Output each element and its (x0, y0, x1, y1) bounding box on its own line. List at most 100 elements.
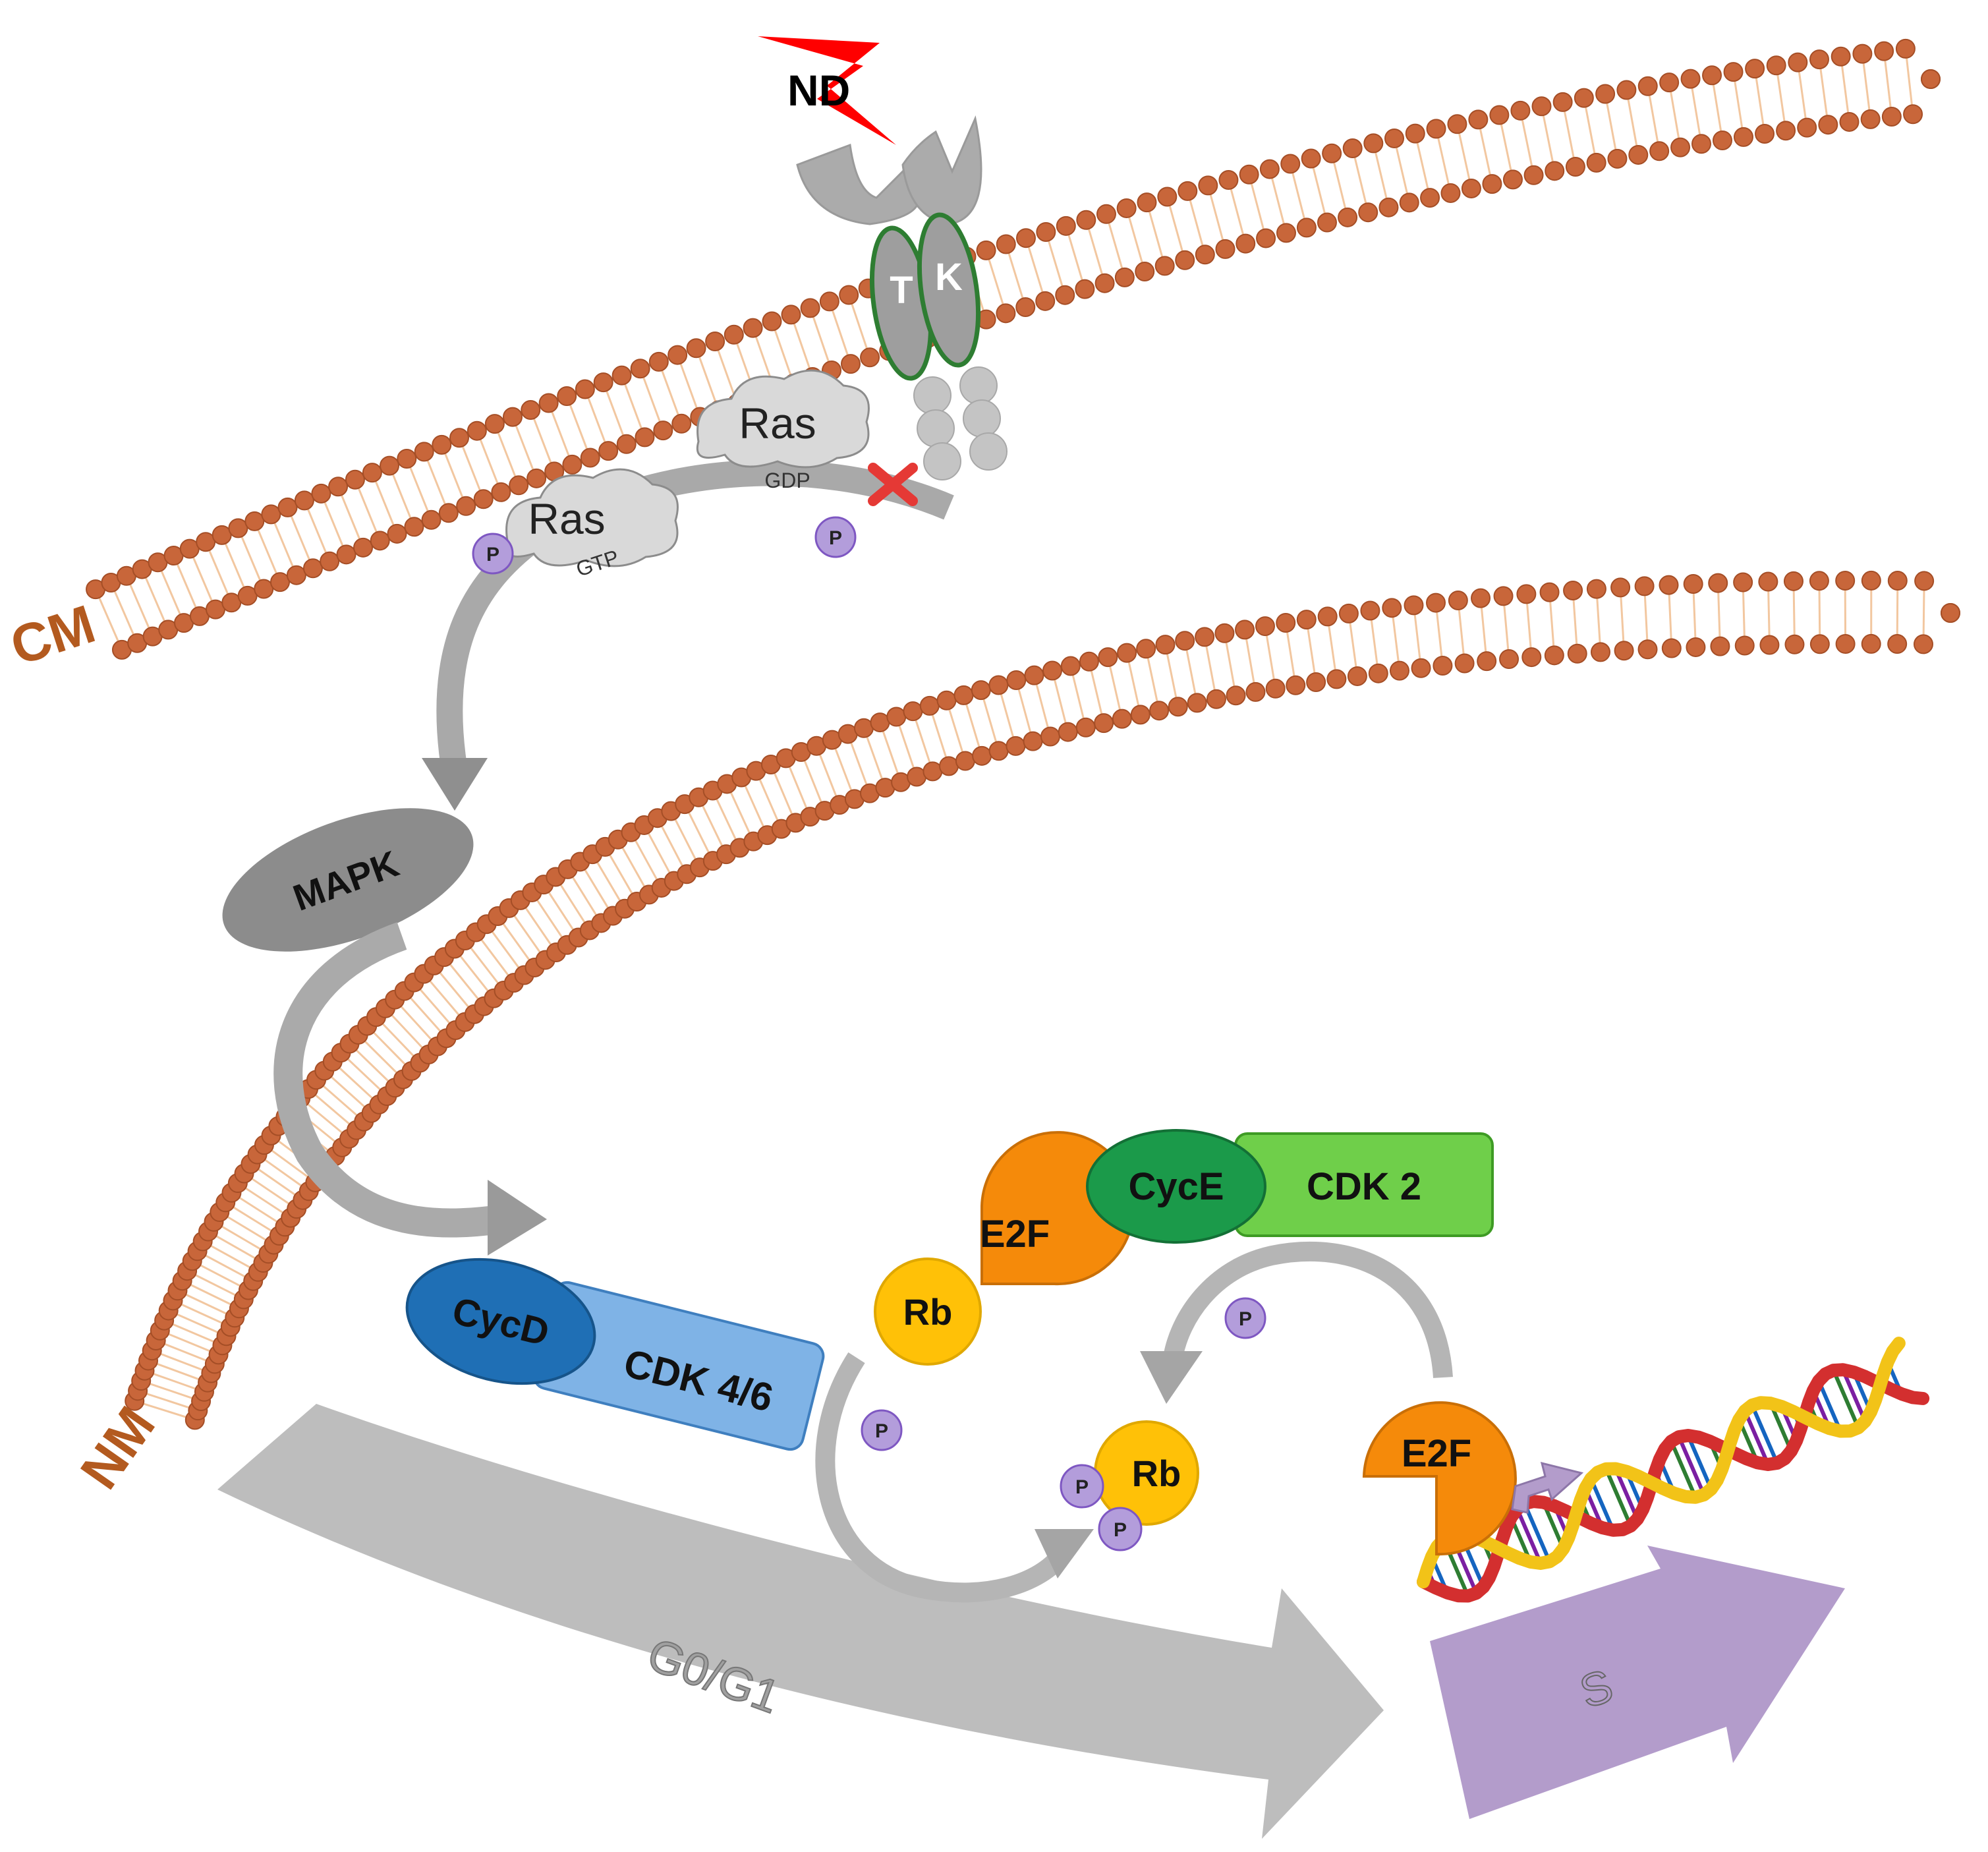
phosphate-rb-1: P (1060, 1464, 1104, 1509)
lipid-head (1941, 603, 1960, 623)
lipid-tail (1840, 65, 1850, 113)
tk-k-label: K (935, 256, 963, 299)
lipid-tail (192, 556, 213, 602)
lipid-head (1404, 595, 1424, 616)
receptor-ligand-binding-left (796, 143, 921, 225)
lipid-head (261, 504, 281, 525)
svg-text:P: P (1114, 1519, 1127, 1541)
lipid-tail (1127, 661, 1140, 707)
lipid-head (1006, 670, 1027, 690)
lipid-tail (513, 915, 541, 953)
g0-g1-phase-arrow: G0/G1 (217, 1404, 1384, 1839)
lipid-head (1586, 152, 1606, 173)
lipid-tail (587, 397, 606, 443)
lipid-head (1447, 114, 1467, 134)
lipid-head (1399, 192, 1419, 213)
lipid-head (1075, 717, 1096, 738)
lipid-tail (1108, 222, 1123, 269)
lipid-tail (449, 964, 479, 1000)
lipid-tail (426, 459, 446, 505)
lipid-tail (1000, 693, 1015, 738)
lipid-tail (774, 772, 793, 815)
lipid-head (611, 365, 632, 386)
lipid-head (653, 420, 673, 441)
lipid-tail (347, 1058, 382, 1091)
lipid-tail (241, 536, 262, 581)
lipid-head (491, 482, 511, 502)
transcription-arrow-icon (1511, 1461, 1584, 1514)
lipid-head (1378, 197, 1399, 217)
cell-membrane (86, 38, 1941, 660)
lipid-head (580, 448, 600, 468)
lipid-head (575, 379, 595, 399)
lipid-tail (803, 760, 822, 803)
lipid-tail (1349, 622, 1357, 668)
base-pair (1759, 1402, 1787, 1460)
phosphate-cdk2-arc: P (1224, 1297, 1266, 1339)
lipid-head (1015, 297, 1036, 318)
lipid-tail (661, 370, 679, 416)
lipid-head (1405, 123, 1425, 144)
lipid-head (1440, 183, 1461, 203)
lipid-head (1702, 65, 1722, 86)
lipid-tail (168, 1333, 211, 1352)
lipid-tail (1166, 653, 1178, 698)
phosphate-ras-gtp: P (472, 533, 514, 575)
lipid-head (404, 517, 424, 537)
lipid-head (1531, 96, 1552, 117)
e2f-bound-label: E2F (980, 1213, 1050, 1256)
lipid-tail (812, 316, 830, 362)
cloud-icon (505, 468, 679, 567)
lipid-head (1887, 571, 1908, 591)
lipid-tail (1437, 137, 1450, 185)
lipid-head (630, 359, 650, 379)
base-pair (1596, 1471, 1625, 1531)
lipid-head (1195, 627, 1215, 647)
lipid-tail (1922, 590, 1925, 635)
lipid-head (686, 338, 706, 359)
lipid-tail (341, 494, 361, 540)
lipid-tail (1209, 194, 1224, 241)
lipid-tail (1416, 142, 1429, 189)
lipid-tail (774, 330, 792, 376)
lipid-head (353, 537, 374, 558)
lipid-head (1317, 606, 1338, 627)
lipid-head (936, 690, 957, 710)
lipid-head (1708, 573, 1728, 593)
lipid-head (1168, 697, 1188, 717)
lipid-head (438, 503, 459, 523)
lipid-tail (584, 869, 610, 909)
lipid-head (1683, 574, 1703, 594)
lipid-head (1567, 643, 1587, 664)
lipid-tail (271, 1149, 309, 1178)
lipid-head (1215, 239, 1235, 259)
lipid-tail (444, 453, 464, 498)
lipid-head (1766, 55, 1786, 76)
lipid-tail (1819, 68, 1828, 116)
lipid-tail (1312, 167, 1326, 214)
lipid-head (1322, 143, 1342, 163)
lipid-tail (1292, 172, 1305, 219)
lipid-tail (1047, 240, 1064, 287)
lipid-head (502, 407, 523, 427)
lipid-head (456, 496, 476, 516)
lipid-tail (660, 825, 684, 867)
dna-strand-yellow (1417, 1337, 1906, 1588)
lipid-head (320, 551, 340, 571)
lipid-head (1426, 119, 1446, 139)
lipid-head (938, 756, 959, 776)
ras-gdp-label: Ras (739, 399, 816, 448)
lipid-tail (324, 502, 344, 546)
lipid-tail (391, 1014, 424, 1049)
lipid-head (1586, 579, 1606, 599)
lipid-tail (701, 805, 724, 847)
cdk2-phosphorylation-arrowhead (1140, 1351, 1203, 1404)
lipid-head (671, 413, 692, 434)
lipid-tail (1563, 111, 1575, 158)
lipid-tail (1090, 670, 1103, 714)
lipid-head (1852, 43, 1873, 64)
lipid-head (1595, 84, 1616, 104)
cloud-icon (696, 369, 870, 469)
lipid-head (1042, 660, 1062, 681)
lipid-head (976, 240, 996, 260)
